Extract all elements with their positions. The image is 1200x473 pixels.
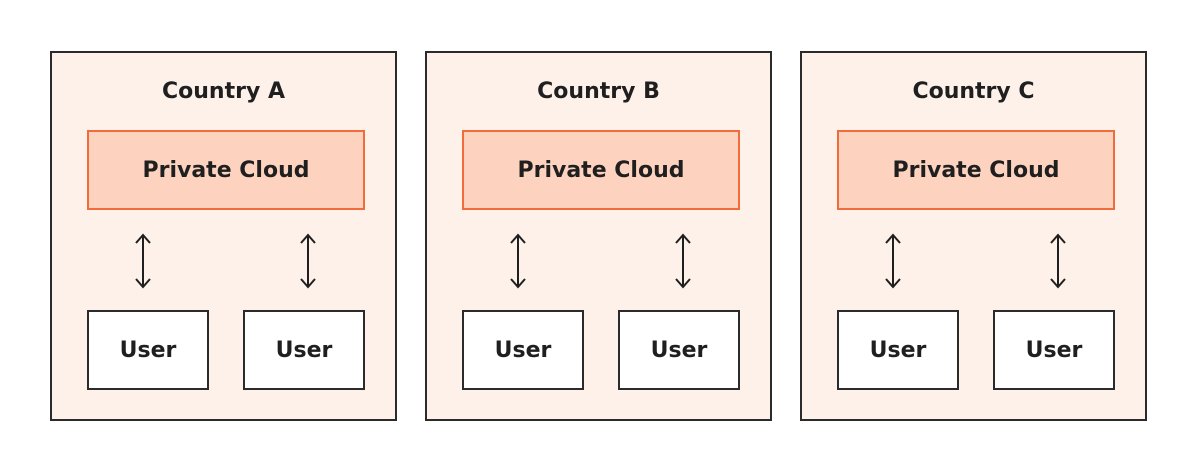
user-label: User <box>869 337 927 363</box>
double-arrow-vertical-icon <box>675 233 691 289</box>
user-box: User <box>993 310 1115 390</box>
user-label: User <box>494 337 552 363</box>
double-arrow-vertical-icon <box>300 233 316 289</box>
user-box: User <box>462 310 584 390</box>
user-label: User <box>119 337 177 363</box>
country-panel-c: Country C Private Cloud User User <box>800 51 1147 421</box>
private-cloud-box: Private Cloud <box>87 130 365 210</box>
country-panel-b: Country B Private Cloud User User <box>425 51 772 421</box>
double-arrow-vertical-icon <box>510 233 526 289</box>
user-box: User <box>618 310 740 390</box>
user-label: User <box>650 337 708 363</box>
private-cloud-label: Private Cloud <box>517 157 685 183</box>
private-cloud-label: Private Cloud <box>892 157 1060 183</box>
private-cloud-label: Private Cloud <box>142 157 310 183</box>
country-title: Country C <box>912 79 1035 104</box>
private-cloud-box: Private Cloud <box>462 130 740 210</box>
user-label: User <box>1025 337 1083 363</box>
double-arrow-vertical-icon <box>135 233 151 289</box>
double-arrow-vertical-icon <box>885 233 901 289</box>
country-title: Country B <box>537 79 660 104</box>
double-arrow-vertical-icon <box>1050 233 1066 289</box>
private-cloud-box: Private Cloud <box>837 130 1115 210</box>
country-panel-a: Country A Private Cloud User User <box>50 51 397 421</box>
user-box: User <box>87 310 209 390</box>
country-title: Country A <box>162 79 285 104</box>
user-label: User <box>275 337 333 363</box>
user-box: User <box>243 310 365 390</box>
user-box: User <box>837 310 959 390</box>
